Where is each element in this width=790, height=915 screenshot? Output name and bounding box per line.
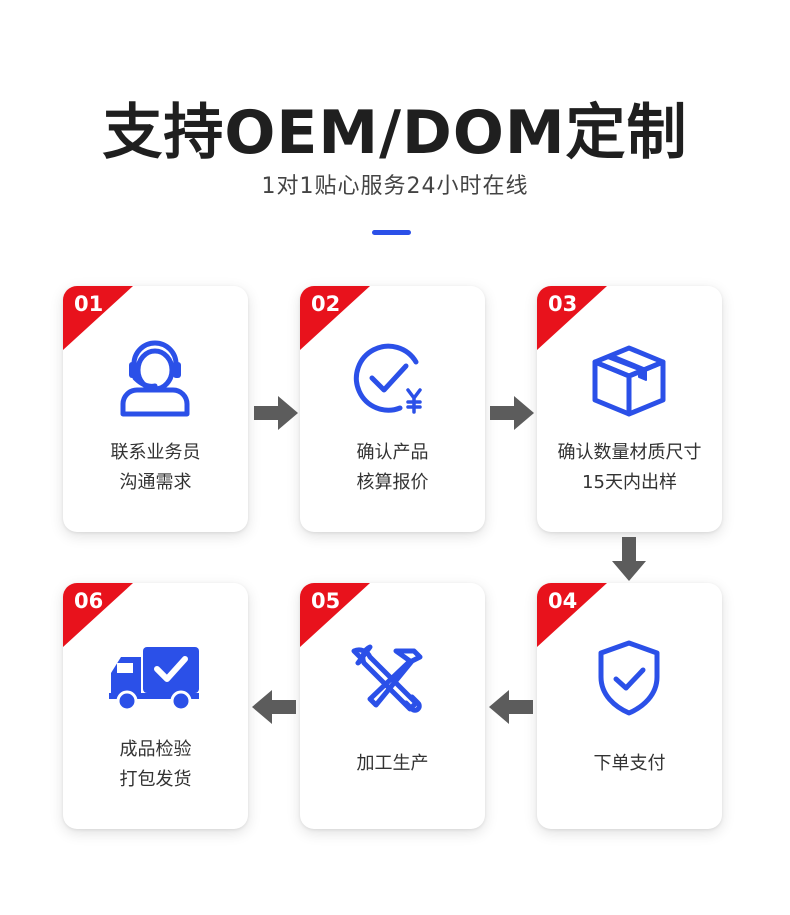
page-title: 支持OEM/DOM定制: [102, 98, 688, 168]
step-line-1: 确认数量材质尺寸: [557, 442, 702, 463]
step-line-2: 核算报价: [356, 472, 429, 493]
step-card-03: 03 确认数量材质尺寸 15天内出样: [537, 286, 722, 532]
step-line-2: 15天内出样: [582, 472, 677, 493]
step-card-05: 05 加工生产: [300, 583, 485, 829]
delivery-truck-icon: [105, 637, 205, 717]
customer-service-icon: [105, 340, 205, 420]
step-description: 加工生产: [300, 749, 485, 779]
step-line-1: 联系业务员: [110, 442, 201, 463]
shield-check-icon: [579, 637, 679, 717]
step-line-1: 加工生产: [356, 753, 429, 774]
arrow-left-icon: [489, 690, 533, 724]
arrow-right-icon: [254, 396, 298, 430]
step-number: 03: [548, 292, 578, 316]
title-underline: [372, 230, 411, 235]
step-number: 06: [74, 589, 104, 613]
step-description: 成品检验 打包发货: [63, 735, 248, 795]
box-icon: [579, 340, 679, 420]
step-line-1: 确认产品: [356, 442, 429, 463]
step-corner-badge: 01: [63, 286, 133, 350]
tools-icon: [342, 637, 442, 717]
step-line-1: 下单支付: [593, 753, 666, 774]
arrow-left-icon: [252, 690, 296, 724]
step-number: 05: [311, 589, 341, 613]
step-line-2: 沟通需求: [119, 472, 192, 493]
step-card-01: 01 联系业务员 沟通需求: [63, 286, 248, 532]
step-corner-badge: 04: [537, 583, 607, 647]
step-number: 04: [548, 589, 578, 613]
step-corner-badge: 05: [300, 583, 370, 647]
page-subtitle: 1对1贴心服务24小时在线: [261, 174, 529, 199]
step-line-1: 成品检验: [119, 739, 192, 760]
step-corner-badge: 02: [300, 286, 370, 350]
step-number: 01: [74, 292, 104, 316]
step-card-04: 04 下单支付: [537, 583, 722, 829]
step-card-02: 02 确认产品 核算报价: [300, 286, 485, 532]
step-description: 确认产品 核算报价: [300, 438, 485, 498]
arrow-down-icon: [612, 537, 646, 581]
arrow-right-icon: [490, 396, 534, 430]
step-description: 确认数量材质尺寸 15天内出样: [537, 438, 722, 498]
step-description: 联系业务员 沟通需求: [63, 438, 248, 498]
check-price-icon: [342, 340, 442, 420]
step-card-06: 06 成品检验 打包发货: [63, 583, 248, 829]
step-corner-badge: 06: [63, 583, 133, 647]
step-description: 下单支付: [537, 749, 722, 779]
step-corner-badge: 03: [537, 286, 607, 350]
step-line-2: 打包发货: [119, 769, 192, 790]
step-number: 02: [311, 292, 341, 316]
